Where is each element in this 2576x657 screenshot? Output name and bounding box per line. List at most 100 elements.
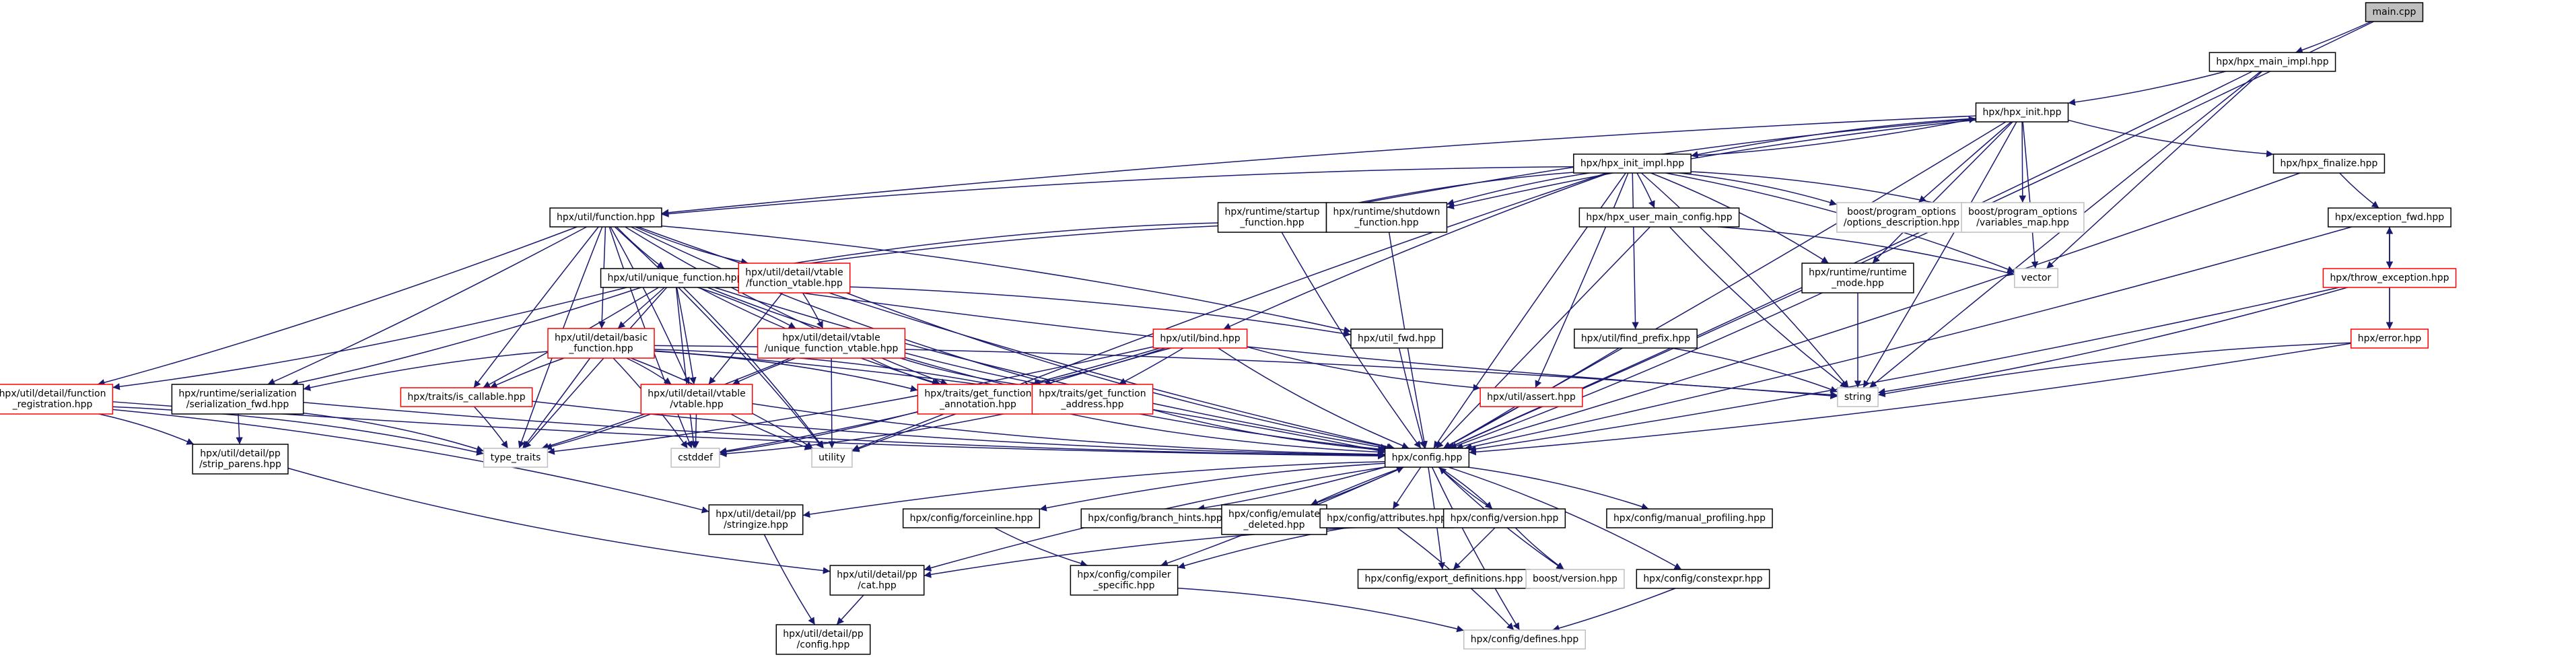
edge-vtable-hpp-to-utility [730, 413, 812, 450]
node-box [1525, 569, 1625, 589]
node-runtime-startup[interactable]: hpx/runtime/startup_function.hpp [1217, 202, 1327, 233]
node-constexpr[interactable]: hpx/config/constexpr.hpp [1636, 569, 1770, 589]
node-export-definitions[interactable]: hpx/config/export_definitions.hpp [1357, 569, 1531, 589]
edge-unique-function-to-serialization-fwd [291, 287, 641, 386]
node-box [2208, 52, 2336, 72]
edge-exception-fwd-to-config-hpp [1464, 226, 2353, 450]
node-unique-function-vtable[interactable]: hpx/util/detail/vtable/unique_function_v… [757, 328, 906, 359]
node-boost-version[interactable]: boost/version.hpp [1525, 569, 1625, 589]
node-box [549, 207, 662, 228]
edge-util-function-to-function-vtable [635, 226, 749, 265]
edge-config-hpp-to-forceinline [1039, 462, 1385, 512]
edge-stringize-to-pp-config [763, 534, 816, 625]
node-util-bind[interactable]: hpx/util/bind.hpp [1152, 328, 1248, 349]
node-box [902, 508, 1041, 528]
node-label: hpx/util/detail/function [0, 388, 106, 399]
node-string[interactable]: string [1837, 387, 1879, 407]
node-find-prefix[interactable]: hpx/util/find_prefix.hpp [1574, 328, 1698, 349]
node-forceinline[interactable]: hpx/config/forceinline.hpp [902, 508, 1041, 528]
node-strip-parens[interactable]: hpx/util/detail/pp/strip_parens.hpp [192, 444, 289, 475]
node-box [2351, 328, 2429, 349]
node-error-hpp[interactable]: hpx/error.hpp [2351, 328, 2429, 349]
node-function-vtable[interactable]: hpx/util/detail/vtable/function_vtable.h… [738, 263, 851, 293]
edge-util-function-to-get-function-address [631, 226, 1053, 386]
node-attributes[interactable]: hpx/config/attributes.hpp [1319, 508, 1454, 528]
node-box [829, 565, 925, 596]
node-function-registration[interactable]: hpx/util/detail/function_registration.hp… [0, 384, 114, 415]
node-config-hpp[interactable]: hpx/config.hpp [1384, 448, 1470, 468]
node-config-defines[interactable]: hpx/config/defines.hpp [1463, 629, 1587, 650]
edge-forceinline-to-compiler-specific [994, 527, 1088, 567]
edge-hpx-init-to-variables-map [2019, 121, 2027, 203]
node-label: boost/program_options [1968, 207, 2077, 217]
node-box [1636, 569, 1770, 589]
node-box [2365, 2, 2424, 22]
node-layer: main.cpp hpx/hpx_main_impl.hpp hpx/hpx_ini… [0, 2, 2457, 655]
edge-is-callable-to-type-traits [473, 406, 509, 449]
node-runtime-shutdown[interactable]: hpx/runtime/shutdown_function.hpp [1325, 202, 1448, 233]
node-label: hpx/util/function.hpp [557, 212, 655, 223]
node-runtime-mode[interactable]: hpx/runtime/runtime_mode.hpp [1801, 263, 1914, 293]
edge-config-version-to-boost-version [1515, 527, 1565, 570]
node-hpx-main-impl[interactable]: hpx/hpx_main_impl.hpp [2208, 52, 2336, 72]
node-config-version[interactable]: hpx/config/version.hpp [1442, 508, 1566, 528]
node-box [640, 384, 753, 415]
edge-util-function-to-utility [614, 226, 824, 449]
node-label: hpx/hpx_init.hpp [1982, 107, 2061, 118]
node-pp-config[interactable]: hpx/util/detail/pp/config.hpp [775, 624, 871, 655]
node-options-description[interactable]: boost/program_options/options_descriptio… [1836, 202, 1967, 233]
node-branch-hints[interactable]: hpx/config/branch_hints.hpp [1080, 508, 1230, 528]
node-label: hpx/runtime/shutdown [1333, 207, 1440, 217]
node-util-function[interactable]: hpx/util/function.hpp [549, 207, 662, 228]
node-cstddef[interactable]: cstddef [670, 448, 720, 468]
node-unique-function[interactable]: hpx/util/unique_function.hpp [600, 268, 751, 288]
edge-function-vtable-to-config-hpp [846, 292, 1394, 451]
node-get-function-annotation[interactable]: hpx/traits/get_function_annotation.hpp [917, 384, 1039, 415]
edge-hpx-init-impl-to-hpx-init [1691, 116, 1976, 157]
node-manual-profiling[interactable]: hpx/config/manual_profiling.hpp [1606, 508, 1773, 528]
edge-function-registration-to-stringize [112, 409, 709, 514]
node-stringize[interactable]: hpx/util/detail/pp/stringize.hpp [708, 504, 804, 535]
node-hpx-init-impl[interactable]: hpx/hpx_init_impl.hpp [1573, 153, 1692, 174]
node-pp-cat[interactable]: hpx/util/detail/pp/cat.hpp [829, 565, 925, 596]
edge-hpx-init-impl-to-util-bind [1223, 172, 1609, 330]
node-user-main-config[interactable]: hpx/hpx_user_main_config.hpp [1578, 207, 1740, 228]
node-box [1836, 202, 1967, 233]
edge-hpx-init-impl-to-string [1641, 172, 1850, 388]
edge-runtime-mode-to-config-hpp [1449, 292, 1823, 450]
edge-emulate-deleted-to-config-hpp [1311, 466, 1404, 506]
node-util-fwd[interactable]: hpx/util_fwd.hpp [1350, 328, 1443, 349]
node-emulate-deleted[interactable]: hpx/config/emulate_deleted.hpp [1221, 504, 1327, 535]
node-label: _address.hpp [1060, 399, 1123, 410]
node-throw-exception[interactable]: hpx/throw_exception.hpp [2322, 268, 2457, 288]
edge-util-fwd-to-config-hpp [1398, 347, 1426, 449]
node-box [670, 448, 720, 468]
node-main-cpp[interactable]: main.cpp [2365, 2, 2424, 22]
node-vtable-hpp[interactable]: hpx/util/detail/vtable/vtable.hpp [640, 384, 753, 415]
node-vector[interactable]: vector [2014, 268, 2058, 288]
node-box [757, 328, 906, 359]
node-hpx-init[interactable]: hpx/hpx_init.hpp [1975, 102, 2069, 123]
edge-hpx-init-to-string [1863, 121, 2017, 388]
edge-get-function-address-to-cstddef [719, 407, 1033, 458]
node-label: main.cpp [2373, 7, 2416, 18]
node-is-callable[interactable]: hpx/traits/is_callable.hpp [400, 387, 533, 407]
node-serialization-fwd[interactable]: hpx/runtime/serialization/serialization_… [171, 384, 304, 415]
node-label: /stringize.hpp [724, 520, 788, 530]
node-hpx-finalize[interactable]: hpx/hpx_finalize.hpp [2272, 153, 2386, 174]
edge-hpx-init-impl-to-runtime-mode [1650, 172, 1830, 264]
edge-util-assert-to-config-hpp [1442, 406, 1516, 449]
edge-get-function-address-to-config-hpp [1152, 409, 1385, 454]
edge-function-vtable-to-vtable-hpp [708, 292, 783, 385]
node-label: hpx/util/detail/pp [200, 448, 281, 459]
node-exception-fwd[interactable]: hpx/exception_fwd.hpp [2328, 207, 2451, 228]
node-utility[interactable]: utility [811, 448, 853, 468]
edge-hpx-finalize-to-config-hpp [1455, 172, 2301, 450]
node-type-traits[interactable]: type_traits [483, 448, 549, 468]
node-variables-map[interactable]: boost/program_options/variables_map.hpp [1961, 202, 2085, 233]
node-basic-function[interactable]: hpx/util/detail/basic_function.hpp [547, 328, 655, 359]
node-get-function-address[interactable]: hpx/traits/get_function_address.hpp [1031, 384, 1154, 415]
node-compiler-specific[interactable]: hpx/config/compiler_specific.hpp [1070, 565, 1179, 596]
node-label: /cat.hpp [858, 580, 897, 591]
node-util-assert[interactable]: hpx/util/assert.hpp [1480, 387, 1583, 407]
